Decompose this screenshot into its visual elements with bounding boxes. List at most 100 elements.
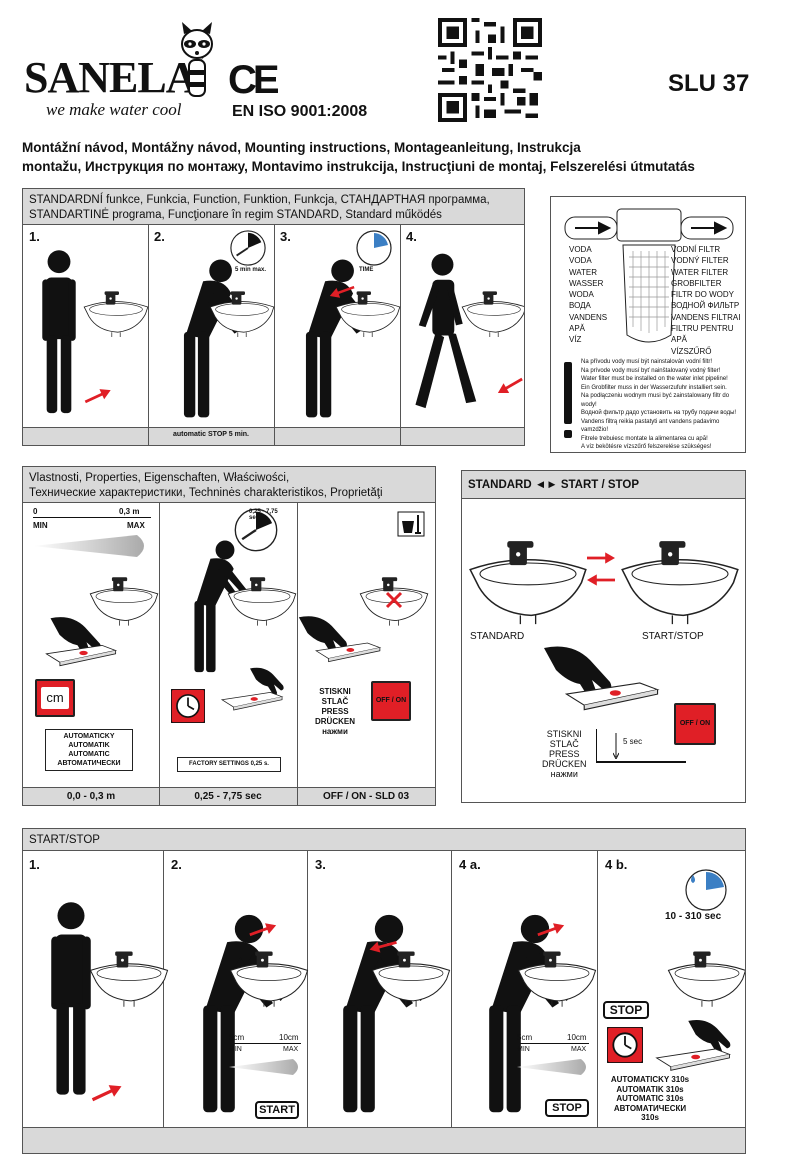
properties-footer: 0,0 - 0,3 m 0,25 - 7,75 sec OFF / ON - S… xyxy=(23,787,435,805)
raccoon-mascot-icon xyxy=(181,22,213,97)
dial-5min-label: 5 min max. xyxy=(235,267,267,273)
footer-range: 0,0 - 0,3 m xyxy=(66,791,116,802)
standard-step-4: 4. xyxy=(406,229,417,244)
ce-mark: CE xyxy=(228,58,280,102)
properties-panel: Vlastnosti, Properties, Eigenschaften, W… xyxy=(22,466,436,806)
standard-head-line-2: STANDARTINĖ programa, Funcţionare în reg… xyxy=(29,209,442,221)
time-dial-icon xyxy=(356,230,392,266)
range-min-label: MIN xyxy=(33,521,48,530)
range-right-2: 10cm xyxy=(279,1033,299,1042)
clock-button-icon xyxy=(607,1027,643,1063)
range-left-2: 5cm xyxy=(229,1033,245,1042)
time-dial-icon xyxy=(685,869,727,911)
stop-button-2: STOP xyxy=(603,1001,649,1019)
sink-icon xyxy=(517,939,597,1009)
startstop-step-3: 3. xyxy=(315,857,326,872)
startstop-mode-label: START/STOP xyxy=(642,631,704,642)
sink-startstop-icon xyxy=(620,525,740,625)
footer-offon: OFF / ON - SLD 03 xyxy=(322,791,410,802)
sink-icon xyxy=(89,939,169,1009)
range-max-label: MAX xyxy=(127,521,145,530)
sink-icon xyxy=(229,939,309,1009)
standard-step-1: 1. xyxy=(29,229,40,244)
startstop-step-2: 2. xyxy=(171,857,182,872)
sink-icon xyxy=(83,281,149,339)
iso-certification: EN ISO 9001:2008 xyxy=(232,103,368,120)
standard-step-3: 3. xyxy=(280,229,291,244)
time-dial-label: TIME xyxy=(359,267,374,273)
offon-button-2: OFF / ON xyxy=(674,703,716,745)
startstop-panel: START/STOP 1. 2. 3. 4 a. 4 b. 5cm 10cm M… xyxy=(22,828,746,1154)
cross-icon xyxy=(385,591,403,609)
water-filter-icon xyxy=(564,208,734,343)
control-box-icon xyxy=(562,675,662,711)
standard-head-line-1: STANDARDNÍ funkce, Funkcia, Function, Fu… xyxy=(29,194,490,206)
warning-exclamation-icon xyxy=(564,362,572,438)
startstop-step-4b: 4 b. xyxy=(605,857,628,872)
standard-function-header: STANDARDNÍ funkce, Funkcia, Function, Fu… xyxy=(23,189,524,225)
range-min-2: MIN xyxy=(229,1046,242,1053)
startstop-header: START/STOP xyxy=(23,829,745,851)
stop-button: STOP xyxy=(545,1099,589,1117)
red-arrow-icon xyxy=(494,372,525,399)
standard-function-panel: STANDARDNÍ funkce, Funkcia, Function, Fu… xyxy=(22,188,525,446)
sink-standard-icon xyxy=(468,525,588,625)
model-number: SLU 37 xyxy=(668,70,750,97)
start-button: START xyxy=(255,1101,299,1119)
brand-slogan: we make water cool xyxy=(46,100,182,119)
timer-dial-icon xyxy=(229,229,267,267)
delay-dial-label: 0,25 - 7,75 sec xyxy=(249,509,278,521)
standard-function-footer: automatic STOP 5 min. xyxy=(23,427,524,445)
cleaning-bucket-icon xyxy=(397,511,425,537)
control-box-icon xyxy=(313,637,383,663)
standard-mode-label: STANDARD xyxy=(470,631,525,642)
footer-delay: 0,25 - 7,75 sec xyxy=(194,791,262,802)
person-bending-icon xyxy=(317,893,437,1133)
range-min-value: 0 xyxy=(33,507,38,516)
startstop-step-1: 1. xyxy=(29,857,40,872)
properties-head-line-1: Vlastnosti, Properties, Eigenschaften, W… xyxy=(29,472,290,484)
cm-button: cm xyxy=(35,679,75,717)
control-box-icon xyxy=(219,687,285,711)
sink-icon xyxy=(227,567,297,627)
time-range-label: 10 - 310 sec xyxy=(665,911,722,922)
range-max-value: 0,3 m xyxy=(119,507,140,516)
sensor-beam-icon xyxy=(229,1059,298,1075)
range-min-4a: MIN xyxy=(517,1046,530,1053)
standard-startstop-panel: STANDARD ◄► START / STOP STANDARD START/… xyxy=(461,470,746,803)
filter-warnings: Na přívodu vody musí být nainstalován vo… xyxy=(581,359,737,450)
brand-name: SANELA xyxy=(24,53,197,102)
offon-button: OFF / ON xyxy=(371,681,411,721)
red-arrow-left-icon xyxy=(586,573,616,587)
control-box-icon xyxy=(43,639,119,667)
sink-icon xyxy=(461,281,525,339)
standard-startstop-header: STANDARD ◄► START / STOP xyxy=(462,471,745,499)
brand-logo: SANELA ® we make water cool xyxy=(24,22,214,127)
person-standing-icon xyxy=(37,243,81,423)
title-line-2: montažu, Инструкция по монтажу, Montavim… xyxy=(22,159,695,174)
startstop-step-4a: 4 a. xyxy=(459,857,481,872)
sensor-beam-icon xyxy=(33,535,144,557)
sink-icon xyxy=(667,939,746,1009)
control-box-icon xyxy=(653,1043,733,1071)
auto-stop-label: automatic STOP 5 min. xyxy=(173,431,249,438)
clock-button-icon xyxy=(171,689,205,723)
range-left-4a: 5cm xyxy=(517,1033,533,1042)
sink-icon xyxy=(209,281,275,339)
range-right-4a: 10cm xyxy=(567,1033,587,1042)
red-arrow-right-icon xyxy=(586,551,616,565)
sensor-beam-icon xyxy=(517,1059,586,1075)
range-max-2: MAX xyxy=(283,1046,299,1053)
startstop-footer xyxy=(23,1127,745,1153)
timer-diagram: 5 sec xyxy=(596,729,686,763)
range-max-4a: MAX xyxy=(571,1046,587,1053)
factory-settings-label: FACTORY SETTINGS 0,25 s. xyxy=(177,757,281,772)
title-line-1: Montážní návod, Montážny návod, Mounting… xyxy=(22,140,581,155)
